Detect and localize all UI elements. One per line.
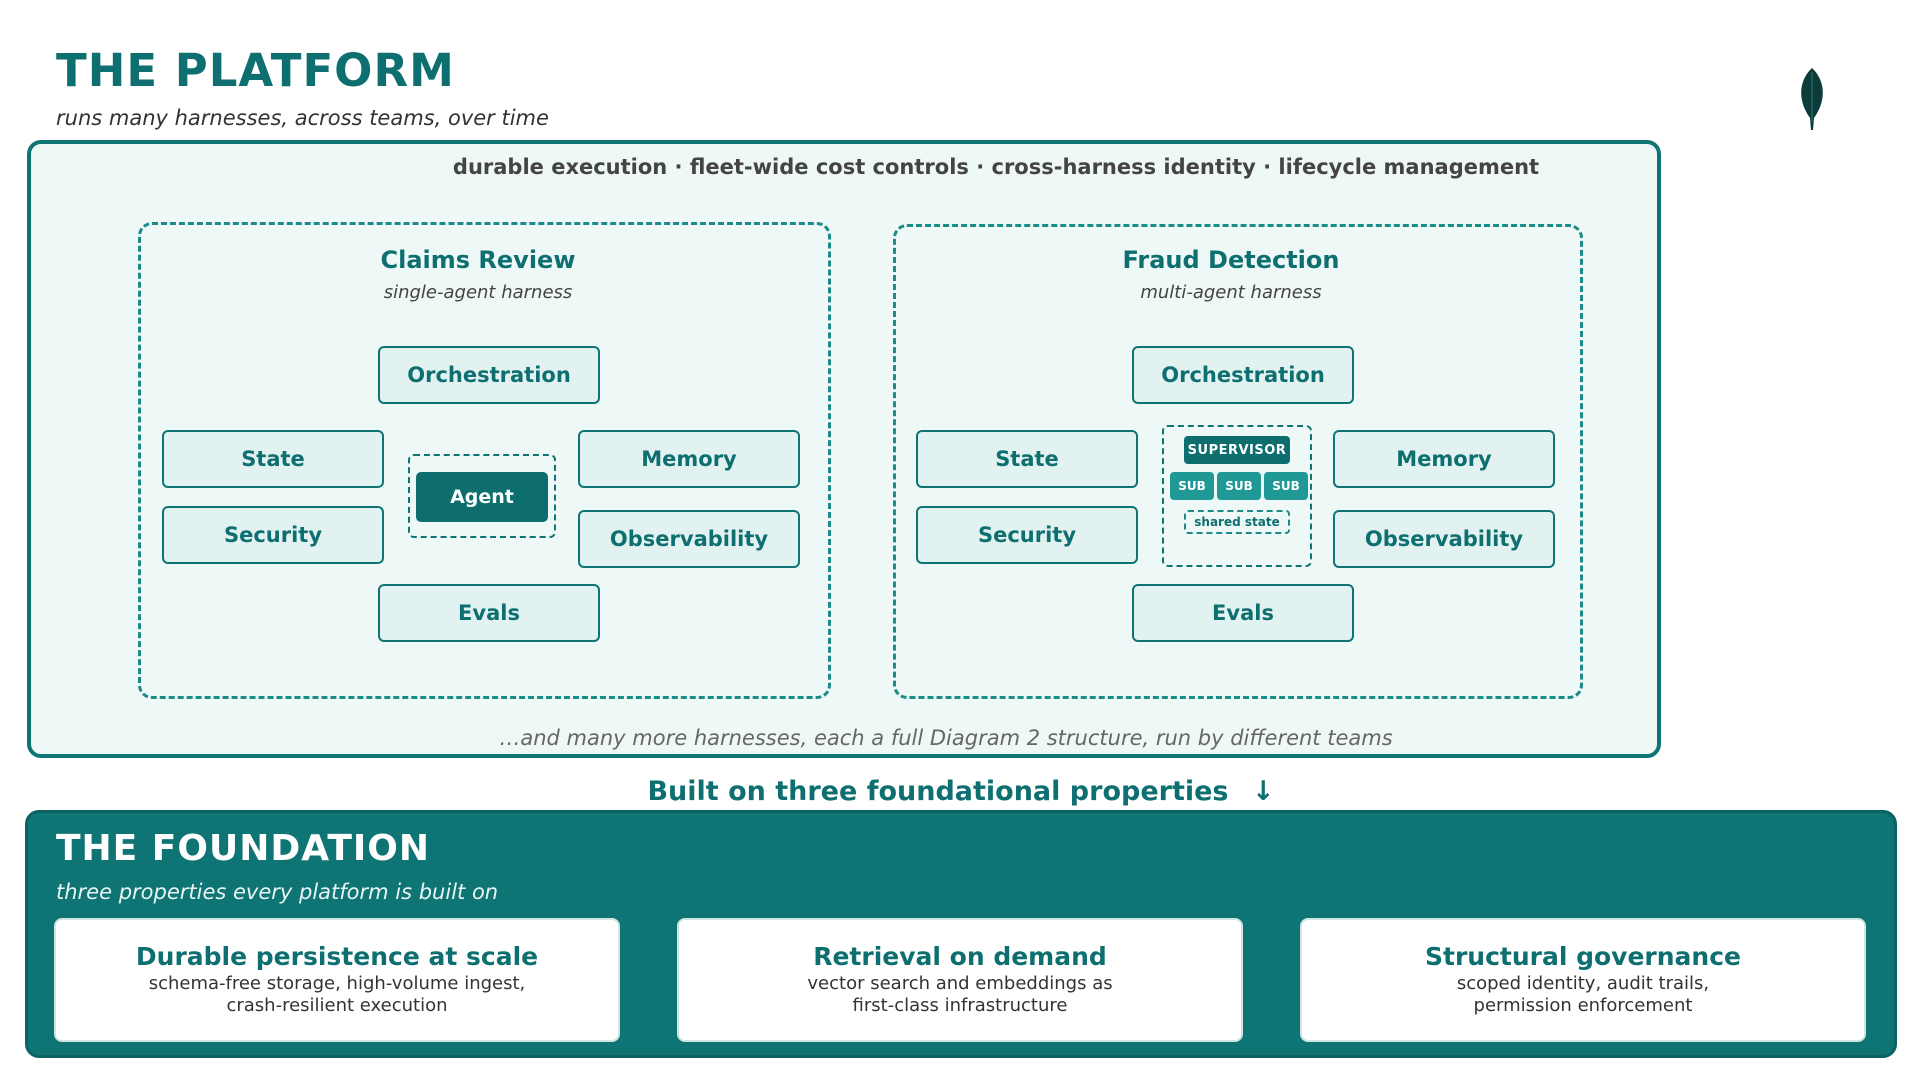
platform-capabilities: durable execution · fleet-wide cost cont… <box>452 155 1540 179</box>
supervisor-agent: SUPERVISOR <box>1184 436 1290 464</box>
harness-claims-review <box>138 222 831 699</box>
card-line: vector search and embeddings as <box>807 973 1113 994</box>
platform-subtitle: runs many harnesses, across teams, over … <box>56 106 549 130</box>
platform-title: THE PLATFORM <box>56 44 455 97</box>
state-box: State <box>162 430 384 488</box>
connector-label: Built on three foundational properties <box>647 776 1229 807</box>
agent-container <box>408 454 556 538</box>
observability-box: Observability <box>578 510 800 568</box>
harness-name: Claims Review <box>380 246 576 274</box>
security-box: Security <box>916 506 1138 564</box>
card-title: Retrieval on demand <box>813 942 1107 971</box>
evals-box: Evals <box>378 584 600 642</box>
foundation-title: THE FOUNDATION <box>56 828 430 869</box>
platform-footer-note: …and many more harnesses, each a full Di… <box>499 726 1393 750</box>
foundation-card: Durable persistence at scale schema-free… <box>54 918 620 1042</box>
sub-agent: SUB <box>1170 472 1214 500</box>
harness-name: Fraud Detection <box>1122 246 1340 274</box>
agent-box: Agent <box>416 472 548 522</box>
memory-box: Memory <box>1333 430 1555 488</box>
foundation-connector: Built on three foundational properties ↓ <box>0 776 1912 807</box>
state-box: State <box>916 430 1138 488</box>
multi-agent-container <box>1162 425 1312 567</box>
card-description: scoped identity, audit trails, permissio… <box>1302 973 1864 1017</box>
harness-kind: single-agent harness <box>383 282 573 303</box>
card-line: crash-resilient execution <box>226 995 448 1016</box>
security-box: Security <box>162 506 384 564</box>
shared-state: shared state <box>1184 510 1290 534</box>
down-arrow-icon: ↓ <box>1251 776 1275 807</box>
foundation-subtitle: three properties every platform is built… <box>56 880 499 904</box>
orchestration-box: Orchestration <box>1132 346 1354 404</box>
sub-agent: SUB <box>1217 472 1261 500</box>
memory-box: Memory <box>578 430 800 488</box>
card-line: permission enforcement <box>1473 995 1693 1016</box>
card-title: Structural governance <box>1424 942 1741 971</box>
observability-box: Observability <box>1333 510 1555 568</box>
foundation-card: Retrieval on demand vector search and em… <box>677 918 1243 1042</box>
card-description: schema-free storage, high-volume ingest,… <box>56 973 618 1017</box>
leaf-icon <box>1801 68 1823 130</box>
card-line: first-class infrastructure <box>852 995 1068 1016</box>
card-line: scoped identity, audit trails, <box>1456 973 1710 994</box>
card-title: Durable persistence at scale <box>135 942 539 971</box>
evals-box: Evals <box>1132 584 1354 642</box>
harness-fraud-detection <box>893 224 1583 699</box>
foundation-card: Structural governance scoped identity, a… <box>1300 918 1866 1042</box>
harness-kind: multi-agent harness <box>1140 282 1322 303</box>
sub-agent: SUB <box>1264 472 1308 500</box>
card-description: vector search and embeddings as first-cl… <box>679 973 1241 1017</box>
orchestration-box: Orchestration <box>378 346 600 404</box>
card-line: schema-free storage, high-volume ingest, <box>148 973 526 994</box>
